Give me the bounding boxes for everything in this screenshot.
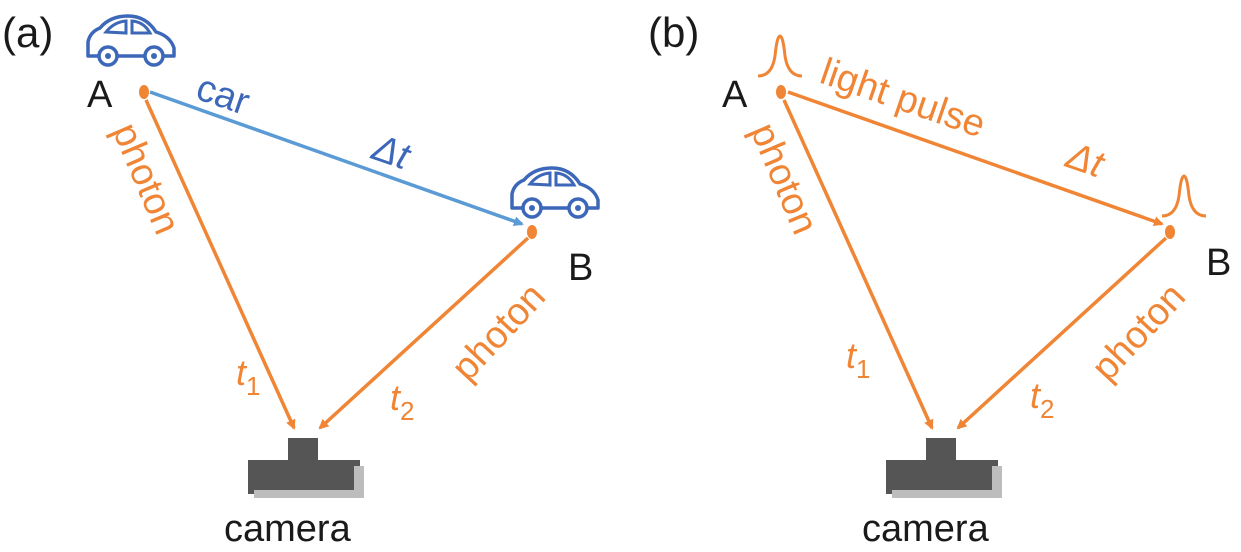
camera-label: camera [862, 508, 990, 550]
camera-icon [248, 438, 364, 498]
t1-label: t1 [236, 352, 260, 401]
t2-subscript: 2 [1040, 394, 1054, 424]
camera-label: camera [224, 508, 352, 550]
point-b-marker [1165, 225, 1175, 239]
t1-subscript: 1 [856, 354, 870, 384]
light-pulse-arrow [787, 90, 1164, 227]
photon-label-left: photon [104, 117, 188, 240]
panel-a: (a) A B car Δt photon photon t1 t2 camer… [2, 9, 600, 550]
photon-arrow-left [782, 99, 934, 430]
delta-t-label: Δt [1060, 134, 1110, 186]
photon-label-right: photon [444, 275, 554, 389]
car-icon [86, 14, 176, 67]
pulse-icon [756, 34, 804, 78]
t2-subscript: 2 [400, 396, 414, 426]
panel-b-label: (b) [648, 9, 699, 56]
point-a-marker [139, 85, 149, 99]
pulse-icon [1160, 174, 1208, 218]
point-b-marker [527, 225, 537, 239]
car-icon [510, 166, 600, 219]
photon-label-right: photon [1084, 275, 1194, 389]
panel-b: (b) A B light pulse Δt photon photon t1 … [648, 9, 1231, 550]
point-a-label: A [87, 74, 113, 116]
point-a-marker [776, 85, 786, 99]
t1-label: t1 [846, 335, 870, 384]
point-b-label: B [568, 247, 593, 289]
panel-a-label: (a) [2, 9, 53, 56]
photon-label-left: photon [742, 117, 826, 240]
photon-arrow-left [144, 99, 296, 430]
car-label: car [191, 67, 255, 124]
car-arrow [149, 90, 524, 227]
point-a-label: A [722, 74, 748, 116]
t2-label: t2 [390, 377, 414, 426]
photon-arrow-right [956, 236, 1168, 430]
photon-arrow-right [318, 236, 530, 430]
camera-icon [886, 438, 1002, 498]
t2-label: t2 [1030, 375, 1054, 424]
point-b-label: B [1206, 242, 1231, 284]
t1-subscript: 1 [246, 371, 260, 401]
